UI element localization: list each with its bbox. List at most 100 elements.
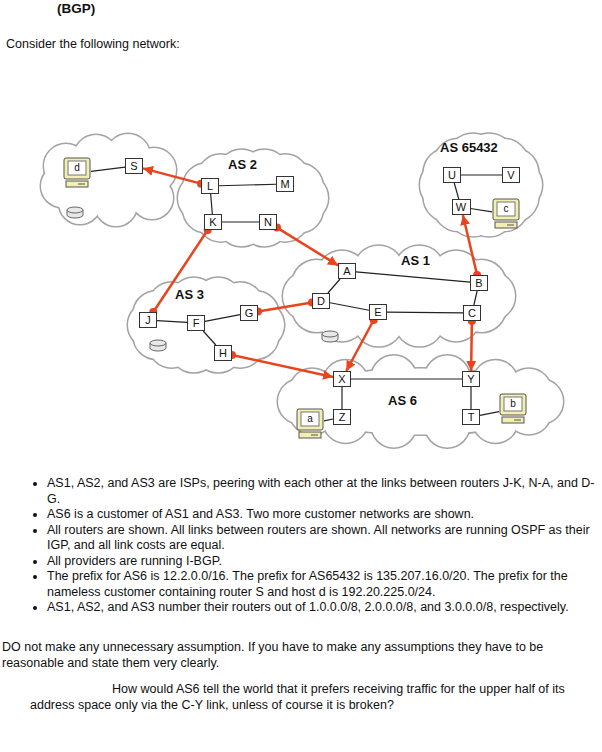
- as-label-wrap: AS 6: [388, 393, 417, 408]
- router-box: H: [214, 345, 232, 361]
- link-endpoint-dot: [197, 180, 205, 188]
- host-name: c: [504, 203, 509, 214]
- bgp-session-link: [346, 320, 373, 371]
- router-box: F: [187, 315, 205, 331]
- router-box: D: [312, 293, 330, 309]
- as-label: AS 1: [401, 253, 430, 268]
- router-box: T: [462, 409, 480, 425]
- as-label-wrap: AS 3: [175, 287, 204, 302]
- router-name: M: [280, 178, 289, 190]
- host-computer: c: [492, 198, 520, 230]
- as-label-wrap: AS 65432: [440, 140, 498, 155]
- note-text: All routers are shown. All links between…: [47, 523, 590, 553]
- router-box: W: [452, 199, 471, 215]
- bgp-session-link: [232, 355, 333, 377]
- host-label-wrap: b: [504, 397, 522, 411]
- link-group: [222, 222, 259, 223]
- as-label: AS 65432: [440, 140, 498, 155]
- internal-link: [356, 272, 470, 282]
- bullet-item: The prefix for AS6 is 12.2.0.0/16. The p…: [47, 569, 597, 600]
- bgp-session-link: [277, 228, 338, 266]
- note-text: All providers are running I-BGP.: [47, 554, 222, 568]
- internal-link: [461, 174, 502, 175]
- internal-link: [351, 378, 462, 379]
- link-endpoint-dot: [473, 271, 481, 279]
- router-name: N: [264, 216, 272, 228]
- router-name: W: [456, 201, 466, 213]
- internal-link: [470, 387, 471, 409]
- router-name: F: [193, 317, 200, 329]
- internal-link: [211, 194, 213, 214]
- router-name: J: [145, 314, 151, 326]
- bullet-item: All routers are shown. All links between…: [47, 523, 597, 554]
- internal-link: [341, 387, 342, 409]
- link-group: [471, 387, 472, 409]
- bullet-item: AS1, AS2, and AS3 number their routers o…: [47, 600, 597, 616]
- note-text: The prefix for AS6 is 12.2.0.0/16. The p…: [47, 569, 568, 599]
- link-group: [273, 224, 338, 266]
- as-cloud: U V Wc AS 65432: [420, 133, 542, 237]
- link-endpoint-dot: [149, 308, 157, 316]
- bullet-list: AS1, AS2, and AS3 are ISPs, peering with…: [28, 476, 597, 616]
- note-text: AS1, AS2, and AS3 are ISPs, peering with…: [47, 476, 595, 506]
- router-name: B: [475, 277, 482, 289]
- router-box: Z: [333, 409, 351, 425]
- link-group: [351, 379, 462, 380]
- bgp-session-link: [258, 303, 312, 312]
- router-box: U: [443, 167, 461, 183]
- question-text: How would AS6 tell the world that it pre…: [30, 682, 565, 712]
- as-label: AS 3: [175, 287, 204, 302]
- internal-link: [324, 419, 333, 421]
- router-box: C: [463, 305, 481, 321]
- link-group: [219, 184, 276, 186]
- router-name: D: [317, 295, 325, 307]
- router-box: G: [240, 305, 258, 321]
- router-name: X: [338, 373, 345, 385]
- intro-wrap: Consider the following network:: [6, 37, 180, 51]
- title: (BGP): [57, 1, 95, 16]
- router-name: H: [219, 347, 227, 359]
- link-endpoint-dot: [204, 226, 212, 234]
- router-box: N: [259, 214, 277, 230]
- router-name: L: [207, 180, 213, 192]
- host-label-wrap: d: [68, 161, 86, 175]
- router-name: T: [468, 411, 475, 423]
- bgp-session-link: [470, 321, 473, 371]
- internal-link: [387, 311, 463, 313]
- host-computer: d: [63, 157, 91, 189]
- router-box: E: [369, 304, 387, 320]
- router-box: B: [470, 275, 488, 291]
- internal-link: [157, 321, 187, 323]
- link-group: [461, 175, 502, 176]
- note-text: DO not make any unnecessary assumption. …: [2, 640, 543, 670]
- link-group: [480, 412, 499, 416]
- link-group: [203, 331, 216, 345]
- router-box: S: [125, 158, 143, 174]
- router-name: A: [343, 265, 350, 277]
- link-endpoint-dot: [468, 317, 476, 325]
- router-name: V: [507, 169, 514, 181]
- router-box: X: [333, 371, 351, 387]
- title-wrap: (BGP): [57, 1, 95, 16]
- link-group: [346, 316, 377, 371]
- as-cloud: LMKNAS 2: [178, 149, 328, 247]
- link-endpoint-dot: [254, 308, 262, 316]
- link-group: [157, 321, 187, 323]
- link-group: [143, 168, 205, 187]
- link-group: [474, 291, 477, 305]
- computer-icon: [499, 393, 527, 425]
- link-group: [463, 215, 481, 279]
- router-name: S: [130, 160, 137, 172]
- router-box: M: [276, 176, 294, 192]
- router-box: Y: [462, 371, 480, 387]
- bgp-session-link: [143, 168, 201, 183]
- router-box: K: [204, 214, 222, 230]
- link-group: [91, 167, 125, 171]
- host-name: d: [74, 162, 80, 173]
- link-group: [254, 299, 316, 316]
- router-name: U: [448, 169, 456, 181]
- link-group: [149, 226, 211, 316]
- link-endpoint-dot: [370, 316, 378, 324]
- computer-icon: [63, 157, 91, 189]
